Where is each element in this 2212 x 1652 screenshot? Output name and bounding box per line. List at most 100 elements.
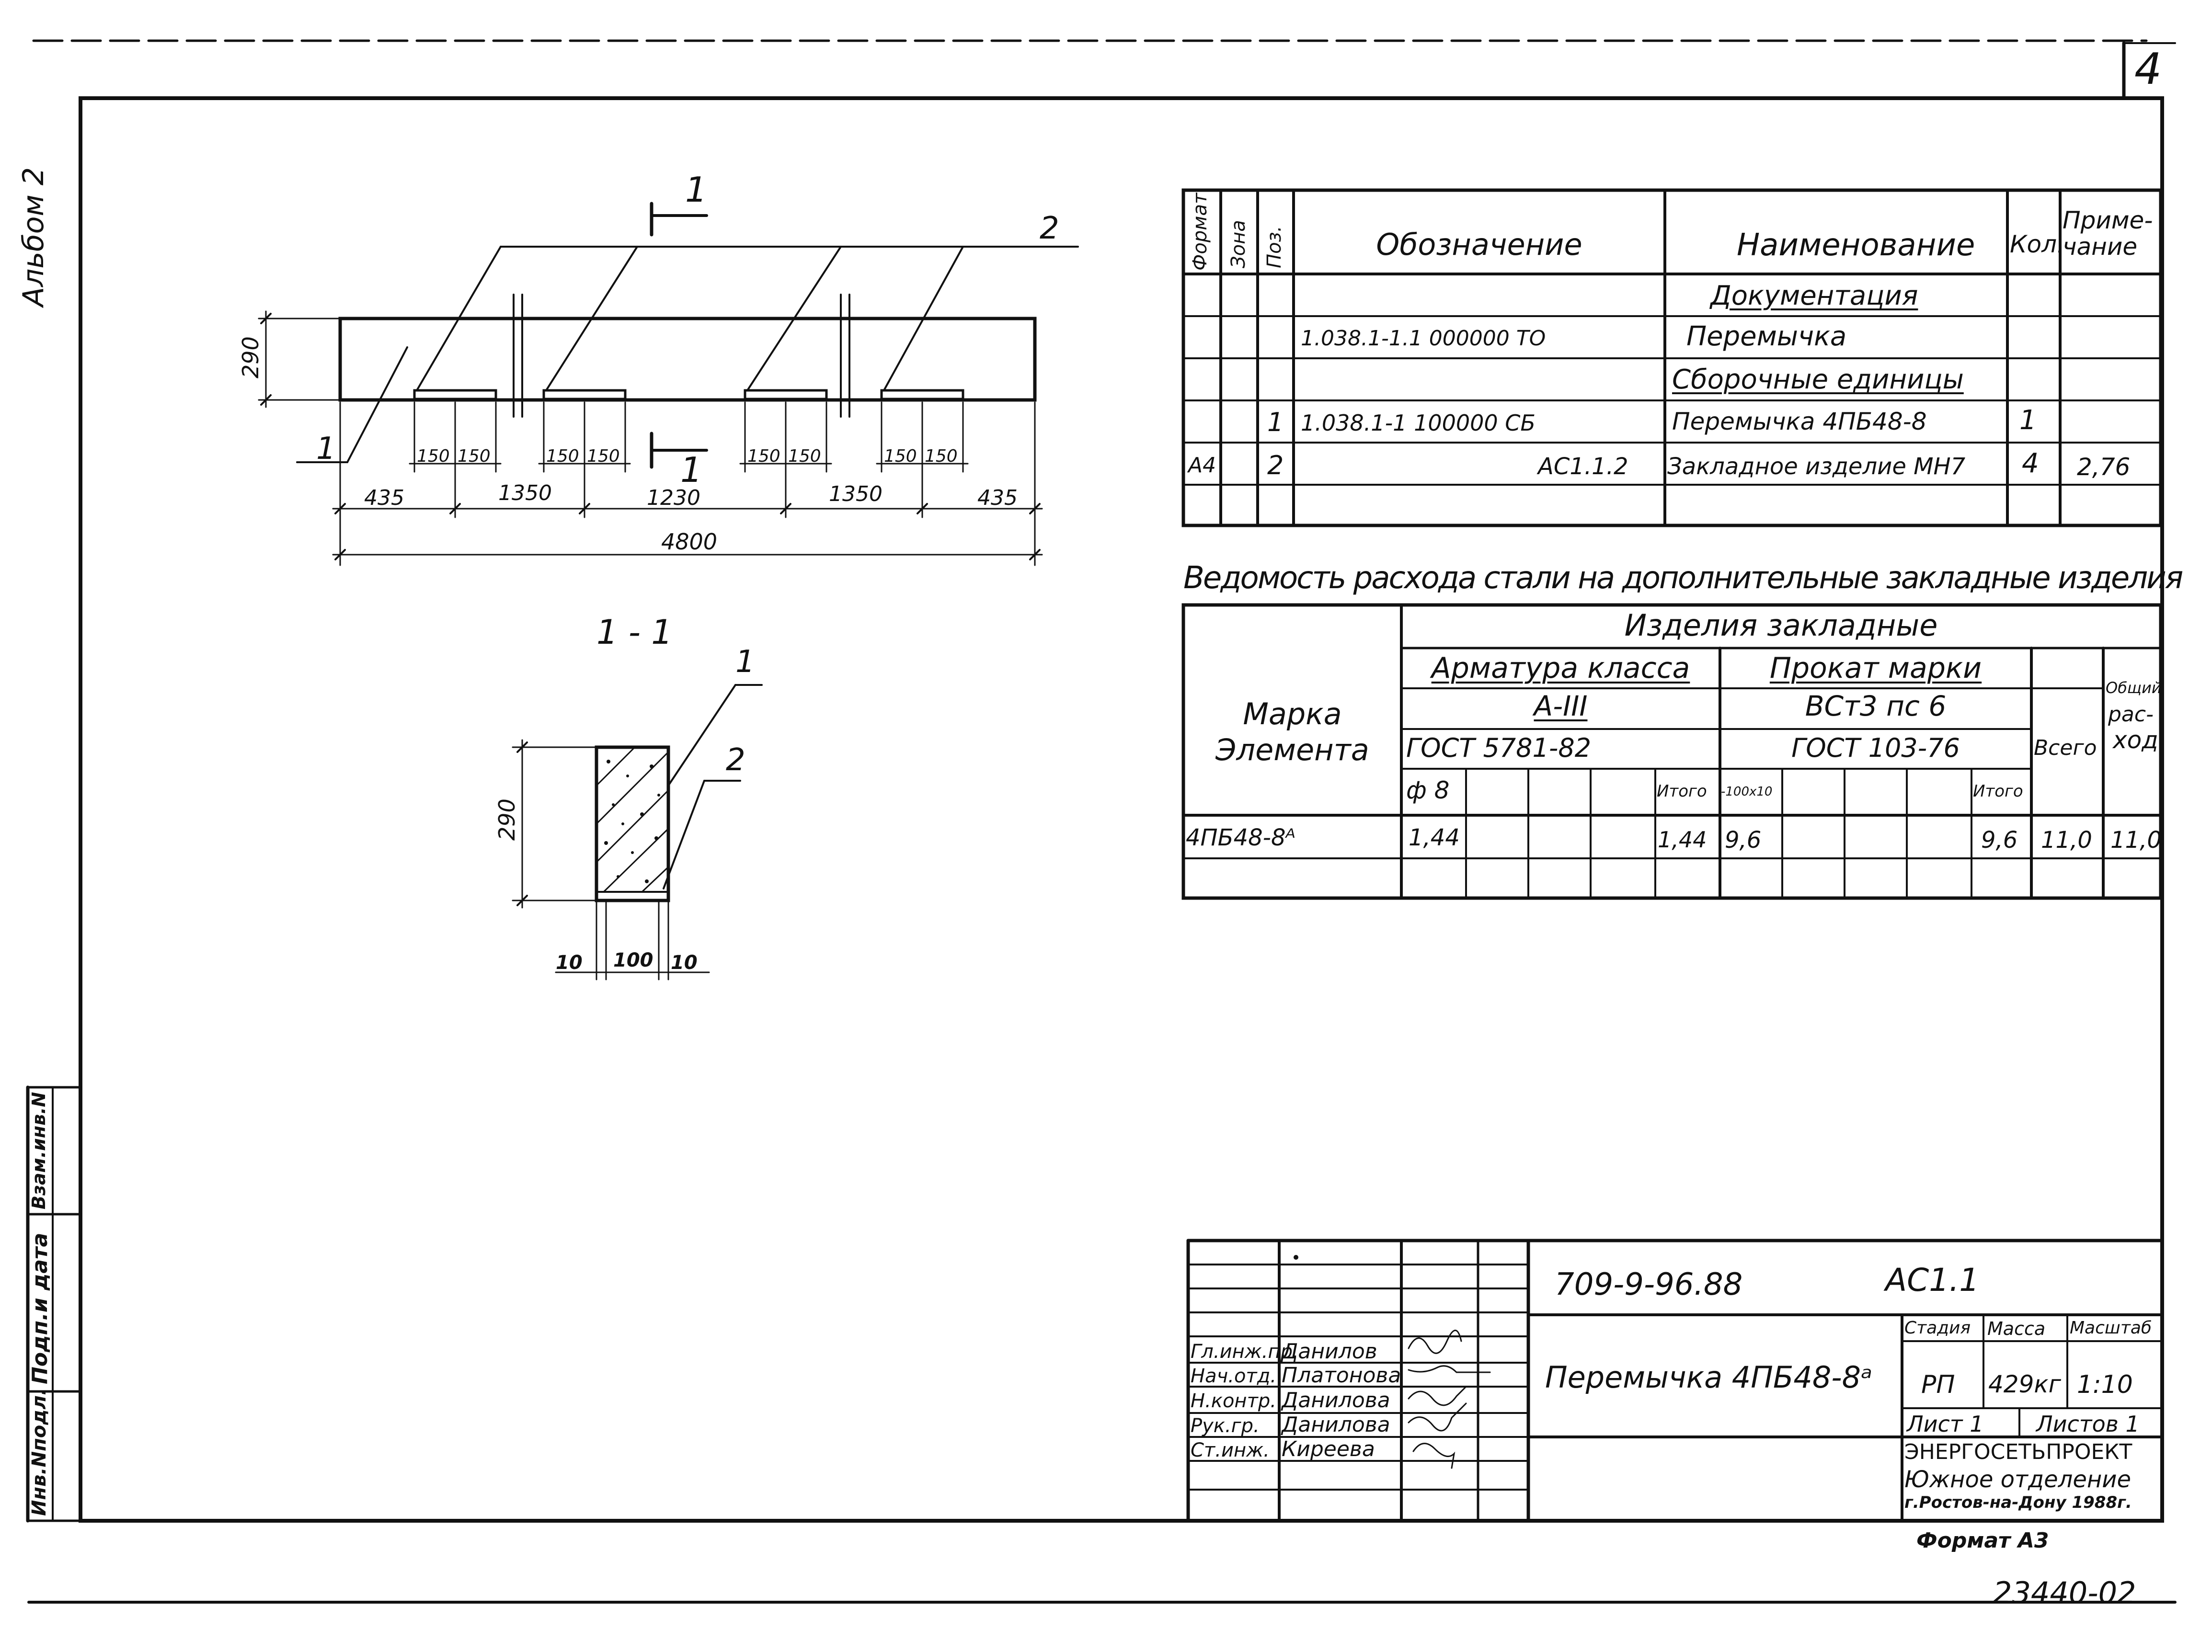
sheet-label: Лист 1: [1907, 1411, 1984, 1437]
sheet-code: АС1.1: [1885, 1262, 1980, 1299]
steel-row-pl: 9,6: [1725, 827, 1762, 854]
spec-header-note-2: чание: [2063, 233, 2138, 261]
steel-size: -100х10: [1721, 785, 1773, 799]
dim-100: 100: [613, 949, 653, 971]
spec-row-pos: 2: [1267, 450, 1284, 480]
steel-total-2: рас-: [2108, 702, 2154, 727]
dim-150: 150: [417, 446, 450, 466]
signer-role: Рук.гр.: [1191, 1415, 1260, 1437]
steel-row-d8: 1,44: [1409, 824, 1460, 851]
label-2-elevation: 2: [1040, 211, 1059, 246]
spec-row-name: Закладное изделие МН7: [1667, 453, 1966, 480]
signer-name: Данилова: [1282, 1413, 1390, 1437]
dim-150: 150: [788, 446, 821, 466]
spec-row-name: Перемычка: [1686, 321, 1847, 352]
dim-150: 150: [587, 446, 620, 466]
spec-header-format: Формат: [1189, 193, 1211, 271]
dim-150: 150: [546, 446, 579, 466]
spec-row-pos: 1: [1267, 407, 1284, 437]
spec-row-designation: АС1.1.2: [1538, 453, 1628, 480]
drawing-title: Перемычка 4ПБ48-8ᵃ: [1545, 1360, 1873, 1395]
steel-row-itogo2: 9,6: [1981, 827, 2018, 854]
steel-arm-class: Арматура класса: [1431, 651, 1690, 685]
dim-150: 150: [458, 446, 491, 466]
steel-row-total: 11,0: [2110, 827, 2162, 854]
signer-name: Киреева: [1282, 1437, 1375, 1461]
signer-name: Данилов: [1282, 1339, 1377, 1364]
spec-row-qty: 1: [2019, 405, 2037, 436]
dim-height-elevation: 290: [238, 336, 264, 378]
steel-vsego: Всего: [2034, 736, 2097, 760]
podp-data-label: Подп.и дата: [28, 1232, 52, 1384]
signer-role: Н.контр.: [1191, 1390, 1276, 1412]
scale-value: 1:10: [2077, 1370, 2133, 1399]
steel-prokat-gost: ГОСТ 103-76: [1791, 733, 1960, 763]
dim-total: 4800: [661, 529, 718, 555]
inv-podl-label: Инв.Nподл.: [28, 1388, 50, 1516]
steel-row-vsego: 11,0: [2041, 827, 2092, 854]
dim-10-left: 10: [556, 952, 583, 974]
spec-header-name: Наименование: [1737, 228, 1975, 263]
signer-name: Данилова: [1282, 1388, 1390, 1413]
steel-group-header: Изделия закладные: [1624, 608, 1938, 643]
spec-header-qty: Кол.: [2010, 230, 2064, 258]
dim-150: 150: [747, 446, 780, 466]
dim-150: 150: [925, 446, 958, 466]
steel-prokat-grade: ВСт3 пс 6: [1805, 690, 1947, 722]
section-mark-bottom: 1: [680, 450, 702, 490]
mass-label: Масса: [1987, 1318, 2046, 1339]
steel-row-mark: 4ПБ48-8ᴬ: [1186, 824, 1296, 851]
spec-row-note: 2,76: [2077, 453, 2131, 481]
org-city: г.Ростов-на-Дону 1988г.: [1904, 1493, 2132, 1512]
steel-table-title: Ведомость расхода стали на дополнительны…: [1183, 560, 2183, 596]
signer-role: Нач.отд.: [1191, 1365, 1277, 1387]
steel-arm-gost: ГОСТ 5781-82: [1406, 733, 1592, 763]
spec-header-zone: Зона: [1227, 220, 1249, 268]
spec-row-name: Сборочные единицы: [1672, 364, 1964, 395]
section-title: 1 - 1: [596, 613, 673, 652]
sheet-number: 4: [2134, 44, 2162, 94]
spec-header-note-1: Приме-: [2063, 206, 2153, 234]
steel-mark-header-2: Элемента: [1215, 732, 1369, 767]
steel-row-itogo1: 1,44: [1658, 827, 1707, 853]
dim-10-right: 10: [671, 952, 698, 974]
spec-row-designation: 1.038.1-1.1 000000 ТО: [1301, 326, 1546, 351]
steel-itogo-2: Итого: [1973, 782, 2023, 801]
spec-row-format: А4: [1188, 453, 1216, 478]
doc-code: 709-9-96.88: [1555, 1267, 1743, 1302]
label-1-section: 1: [735, 644, 755, 680]
org-name: ЭНЕРГОСЕТЬПРОЕКТ: [1904, 1440, 2132, 1464]
spec-row-name: Документация: [1710, 280, 1918, 311]
dim-150: 150: [884, 446, 917, 466]
steel-total-1: Общий: [2106, 679, 2162, 697]
dim-height-section: 290: [494, 798, 520, 841]
org-division: Южное отделение: [1904, 1466, 2131, 1493]
dim-1350-right: 1350: [829, 482, 883, 506]
spec-header-designation: Обозначение: [1376, 227, 1582, 262]
spec-row-designation: 1.038.1-1 100000 СБ: [1301, 410, 1536, 436]
signer-role: Ст.инж.: [1191, 1439, 1270, 1461]
steel-arm-grade: А-III: [1534, 690, 1588, 722]
steel-itogo-1: Итого: [1657, 782, 1707, 801]
steel-total-3: ход: [2113, 726, 2158, 754]
sheets-label: Листов 1: [2036, 1411, 2140, 1437]
spec-row-qty: 4: [2022, 448, 2039, 479]
vzam-inv-label: Взам.инв.N: [28, 1092, 49, 1209]
dim-1350-left: 1350: [498, 481, 552, 505]
label-2-section: 2: [726, 742, 745, 778]
section-mark-top: 1: [685, 170, 707, 210]
dim-435-left: 435: [364, 486, 404, 510]
stage-value: РП: [1921, 1370, 1955, 1399]
steel-diam: ф 8: [1406, 776, 1450, 804]
signer-role: Гл.инж.пр.: [1191, 1341, 1299, 1363]
format-label: Формат А3: [1916, 1528, 2049, 1553]
dim-435-right: 435: [977, 486, 1018, 510]
dim-1230: 1230: [647, 486, 700, 510]
steel-mark-header-1: Марка: [1243, 696, 1342, 731]
spec-row-name: Перемычка 4ПБ48-8: [1672, 408, 1927, 435]
album-label: Альбом 2: [17, 167, 50, 307]
mass-value: 429кг: [1988, 1370, 2061, 1398]
spec-header-pos: Поз.: [1263, 226, 1285, 268]
bottom-code: 23440-02: [1993, 1575, 2136, 1610]
